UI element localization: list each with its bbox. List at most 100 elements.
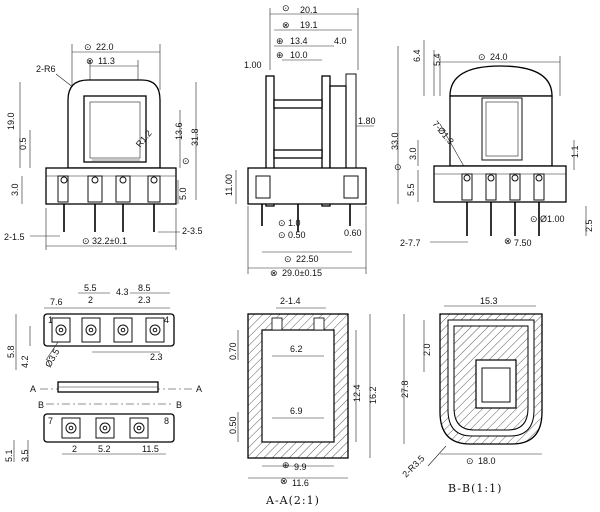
dim-bot-h2: 4.2 [20,355,30,368]
dim-right-h-total: 33.0 [390,132,400,150]
section-b-right: B [176,400,182,410]
caption-aa: A-A(2:1) [265,494,320,507]
svg-text:⊙: ⊙ [466,456,474,466]
dim-h-mid: 13.6 [174,122,184,140]
svg-text:⊙: ⊙ [478,52,486,62]
dim-side-6: 10.0 [290,50,308,60]
right-pin-slots [461,173,545,201]
svg-text:⊙: ⊙ [530,214,538,224]
bottom-pin-pads-top [51,317,165,343]
dim-bot-t3: 7.6 [50,297,63,307]
dim-bot-b1: 2 [72,444,77,454]
front-base [45,167,177,205]
dim-h-pin-l: 3.0 [10,183,20,196]
dim-bb-h1: 2.0 [422,343,432,356]
right-view: ⊙ 24.0 6.4 5.4 ⊙ 33.0 7-Ø1.3 3.0 5.5 [390,40,594,248]
pin-label-7: 7 [48,416,53,426]
dim-pin-l: 2-1.5 [4,232,25,242]
caption-bb: B-B(1:1) [448,482,502,495]
dim-side-1: 20.1 [300,5,318,15]
dim-h-small: 0.5 [18,137,28,150]
svg-text:⊗: ⊗ [270,268,278,278]
dim-side-b3: 0.60 [344,228,362,238]
right-window [481,97,523,161]
svg-text:⊙: ⊙ [284,254,292,264]
dim-right-h2: 5.4 [432,53,442,66]
dim-bot-t2: 8.5 [138,283,151,293]
dim-bot-t6: 2.3 [138,295,151,305]
pin-label-4: 4 [164,315,169,325]
svg-text:⊕: ⊕ [282,460,290,470]
dim-bot-t5: 4.3 [116,287,129,297]
section-b-left: B [38,400,44,410]
bottom-pin-row-top [43,313,175,347]
svg-text:⊗: ⊗ [282,20,290,30]
dim-right-pin-d: Ø1.00 [540,214,565,224]
bottom-view: 5.5 8.5 7.6 2 4.3 2.3 1 4 5.8 4.2 Ø3.5 2… [4,283,202,462]
aa-inner-window [261,329,335,443]
dim-right-pin-h: 2.5 [584,219,594,232]
svg-text:⊕: ⊕ [276,50,284,60]
bottom-pin-pads-bottom [61,417,149,439]
dim-side-5: 1.00 [244,60,262,70]
dim-side-b1: 1.0 [288,218,301,228]
dim-right-top: 24.0 [490,52,508,62]
svg-text:⊗: ⊗ [86,56,94,66]
front-window [83,95,147,163]
dim-side-b5: 29.0±0.15 [282,268,322,278]
front-pins [63,204,155,232]
bottom-pin-row-bottom [43,413,175,443]
dim-aa-w1: 6.2 [290,344,303,354]
dim-width-base: 32.2±0.1 [92,236,127,246]
pin-label-8: 8 [164,416,169,426]
dim-aa-h1: 12.4 [352,384,362,402]
dim-bb-radius: 2-R3.5 [400,453,426,479]
dim-right-h1: 6.4 [412,49,422,62]
svg-text:⊙: ⊙ [282,3,290,13]
dim-side-h1: 11.00 [224,174,234,196]
front-pin-slots [57,175,161,203]
dim-bot-mid: 2.3 [150,352,163,362]
dim-aa-top: 2-1.4 [280,296,301,306]
dim-top-symbol: ⊙ [84,42,92,52]
dim-aa-w3: 9.9 [294,462,307,472]
dim-side-b2: 0.50 [288,230,306,240]
side-view: ⊙ 20.1 ⊗ 19.1 ⊕ 13.4 4.0 ⊕ 10.0 1.00 1.8… [224,3,376,278]
dim-right-pin-l: 2-7.7 [400,238,421,248]
right-bobbin-cap [449,65,553,97]
svg-text:⊙: ⊙ [82,236,90,246]
dim-inner: 11.3 [98,56,115,66]
dim-h-total: 19.0 [6,112,16,130]
section-a-left: A [30,384,36,394]
dim-aa-hbot: 0.50 [228,416,238,434]
dim-right-h4: 5.5 [406,183,416,196]
dim-aa-htop: 0.70 [228,342,238,360]
section-aa: 2-1.4 6.2 6.9 0.70 0.50 12.4 16.2 ⊕ 9.9 … [228,296,378,507]
dim-bot-b2: 5.2 [98,444,111,454]
svg-text:⊕: ⊕ [276,36,284,46]
dim-side-3: 13.4 [290,36,308,46]
svg-text:⊗: ⊗ [280,476,288,486]
dim-top: 22.0 [96,42,114,52]
front-view: ⊙ 22.0 ⊗ 11.3 2-R6 19.0 0.5 13.6 31.8 ⊙ … [4,42,203,250]
side-base [247,167,367,205]
dim-radius: 2-R6 [36,64,56,74]
dim-bot-h1: 5.8 [6,345,16,358]
pin-label-1: 1 [48,315,53,325]
dim-bot-t4: 2 [88,295,93,305]
dim-bot-h3: 5.1 [4,449,14,462]
dim-aa-w4: 11.6 [292,478,309,488]
svg-text:⊙: ⊙ [278,218,286,228]
dim-side-7: 1.80 [358,116,376,126]
svg-text:⊙: ⊙ [394,162,402,172]
right-base [433,165,567,203]
dim-bot-h4: 3.5 [20,449,30,462]
dim-bb-h2: 27.8 [400,380,410,398]
svg-text:⊗: ⊗ [504,236,512,246]
dim-h-right: 31.8 [190,128,200,146]
dim-right-h3: 3.0 [408,147,418,160]
section-bb: 15.3 2.0 27.8 ⊙ 18.0 2-R3.5 B-B(1:1) [400,296,543,495]
dim-side-b4: 22.50 [296,254,319,264]
dim-h-pin-r: 5.0 [178,187,188,200]
